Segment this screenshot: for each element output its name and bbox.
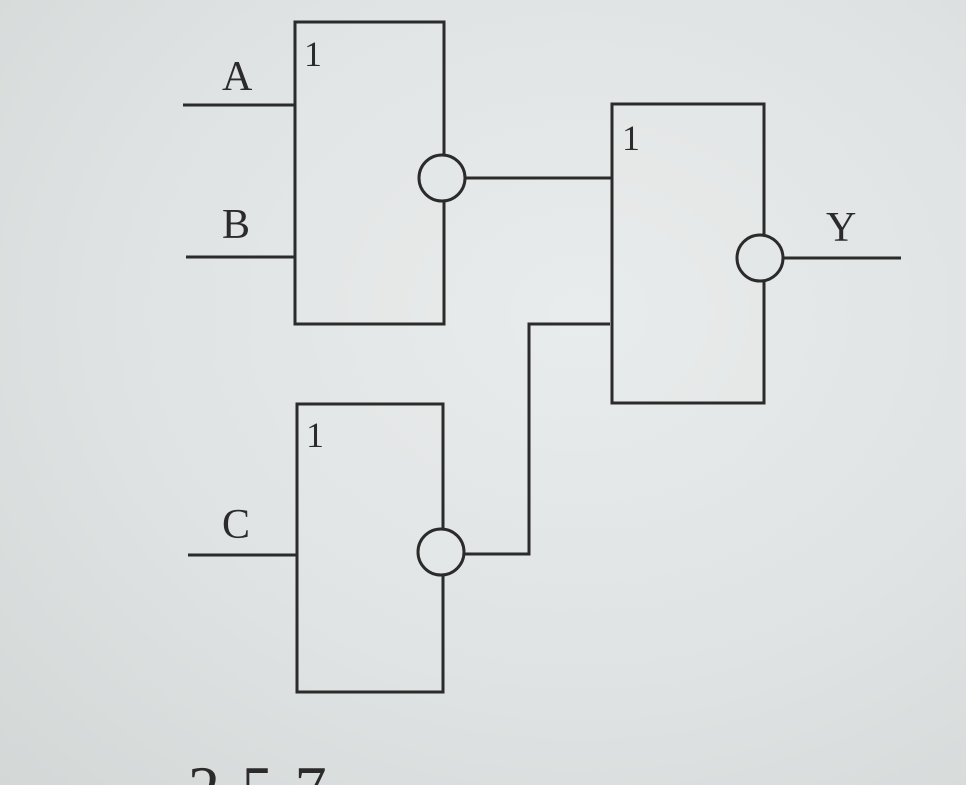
gate-3-symbol: 1 <box>622 118 640 158</box>
gate-2-inversion-bubble <box>416 527 466 577</box>
output-y-label: Y <box>826 205 856 251</box>
gate-3: 1 <box>610 102 785 405</box>
input-b-label: B <box>222 202 250 248</box>
gate-1-inversion-bubble <box>417 153 467 203</box>
input-a-label: A <box>222 54 253 100</box>
input-c-label: C <box>222 502 250 548</box>
figure-caption: 2-5-7 <box>188 753 327 785</box>
gate-3-inversion-bubble <box>735 233 785 283</box>
gate-1: 1 <box>293 20 467 326</box>
gate-2-output-wire <box>464 322 610 556</box>
gate-2: 1 <box>295 402 466 694</box>
gate-2-symbol: 1 <box>306 415 324 455</box>
gate-1-symbol: 1 <box>304 34 322 74</box>
